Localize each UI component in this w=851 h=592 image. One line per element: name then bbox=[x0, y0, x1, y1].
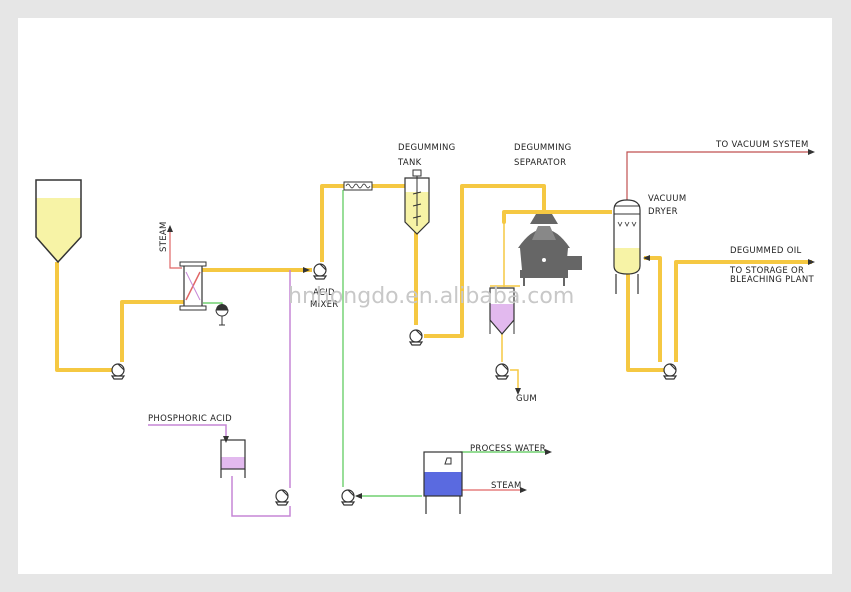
arrow-process-water bbox=[545, 449, 552, 455]
label-degumming-separator-1: DEGUMMING bbox=[514, 143, 572, 153]
feed-hopper bbox=[35, 179, 82, 264]
label-degumming-tank-2: TANK bbox=[397, 158, 422, 168]
label-acid-mixer-1: ACID bbox=[313, 288, 335, 298]
oil-line-recycle bbox=[644, 256, 662, 362]
oil-line-pump-to-separator bbox=[424, 184, 546, 338]
oil-line-pump-to-heater bbox=[120, 300, 186, 362]
gum-pump-icon bbox=[494, 363, 510, 380]
arrow-water-return bbox=[355, 493, 362, 499]
label-bleaching-plant: BLEACHING PLANT bbox=[730, 275, 815, 285]
vacuum-line bbox=[626, 151, 808, 200]
label-process-water: PROCESS WATER bbox=[470, 444, 546, 454]
steam-line-top bbox=[169, 228, 182, 269]
gum-line-pump-to-outlet bbox=[510, 369, 519, 390]
vacuum-dryer bbox=[613, 199, 641, 294]
arrow-degummed-oil bbox=[808, 259, 815, 265]
label-phosphoric-acid: PHOSPHORIC ACID bbox=[148, 414, 232, 424]
watermark: hnhongdo.en.alibaba.com bbox=[288, 284, 574, 309]
label-steam-bottom: STEAM bbox=[491, 481, 522, 491]
water-pump-icon bbox=[340, 489, 356, 506]
steam-trap-icon bbox=[215, 304, 229, 326]
acid-pump-icon bbox=[274, 489, 290, 506]
water-tank bbox=[423, 451, 463, 514]
label-acid-mixer-2: MIXER bbox=[310, 300, 338, 310]
label-steam-top: STEAM bbox=[159, 221, 169, 252]
tank-outlet-pump-icon bbox=[408, 329, 424, 346]
water-lines bbox=[203, 190, 545, 497]
label-degumming-separator-2: SEPARATOR bbox=[514, 158, 566, 168]
arrow-steam-bottom bbox=[520, 487, 527, 493]
oil-line-feed-to-pump bbox=[55, 262, 112, 372]
oil-line-mixer-to-tank bbox=[320, 184, 344, 262]
feed-pump-icon bbox=[110, 363, 126, 380]
phosphoric-acid-tank bbox=[220, 439, 246, 478]
acid-line-tank-to-pump bbox=[231, 476, 291, 517]
degumming-separator bbox=[518, 214, 582, 286]
dryer-outlet-pump-icon bbox=[662, 363, 678, 380]
arrow-steam-top bbox=[167, 225, 173, 232]
gum-lines bbox=[490, 222, 520, 390]
diagram-canvas: STEAM ACID MIXER DEGUMMING TANK DEGUMMIN… bbox=[18, 18, 832, 574]
steam-lines bbox=[169, 228, 520, 491]
arrow-into-mixer bbox=[303, 267, 310, 273]
acid-mixer-pump-icon bbox=[312, 263, 328, 280]
flow-arrows bbox=[167, 149, 815, 499]
label-to-vacuum-system: TO VACUUM SYSTEM bbox=[715, 140, 809, 150]
oil-line-separator-to-dryer bbox=[502, 210, 612, 224]
oil-line-pump-to-outlet bbox=[674, 260, 812, 362]
label-to-storage: TO STORAGE OR bbox=[729, 266, 804, 276]
heat-exchanger bbox=[179, 261, 207, 311]
acid-lines bbox=[148, 270, 291, 517]
label-vacuum-dryer-2: DRYER bbox=[648, 207, 678, 217]
arrow-recycle bbox=[643, 255, 650, 261]
process-flow-diagram: STEAM ACID MIXER DEGUMMING TANK DEGUMMIN… bbox=[35, 140, 815, 517]
degumming-tank bbox=[404, 169, 430, 235]
gum-tank bbox=[489, 287, 515, 335]
label-vacuum-dryer-1: VACUUM bbox=[648, 194, 686, 204]
label-gum: GUM bbox=[516, 394, 537, 404]
oil-lines bbox=[55, 184, 812, 372]
static-mixer bbox=[343, 181, 373, 191]
arrow-to-vacuum bbox=[808, 149, 815, 155]
label-degumming-tank-1: DEGUMMING bbox=[398, 143, 456, 153]
label-degummed-oil: DEGUMMED OIL bbox=[730, 246, 802, 256]
oil-line-dryer-to-pump bbox=[626, 270, 664, 372]
arrow-gum bbox=[515, 388, 521, 395]
acid-line-inlet bbox=[148, 424, 227, 438]
